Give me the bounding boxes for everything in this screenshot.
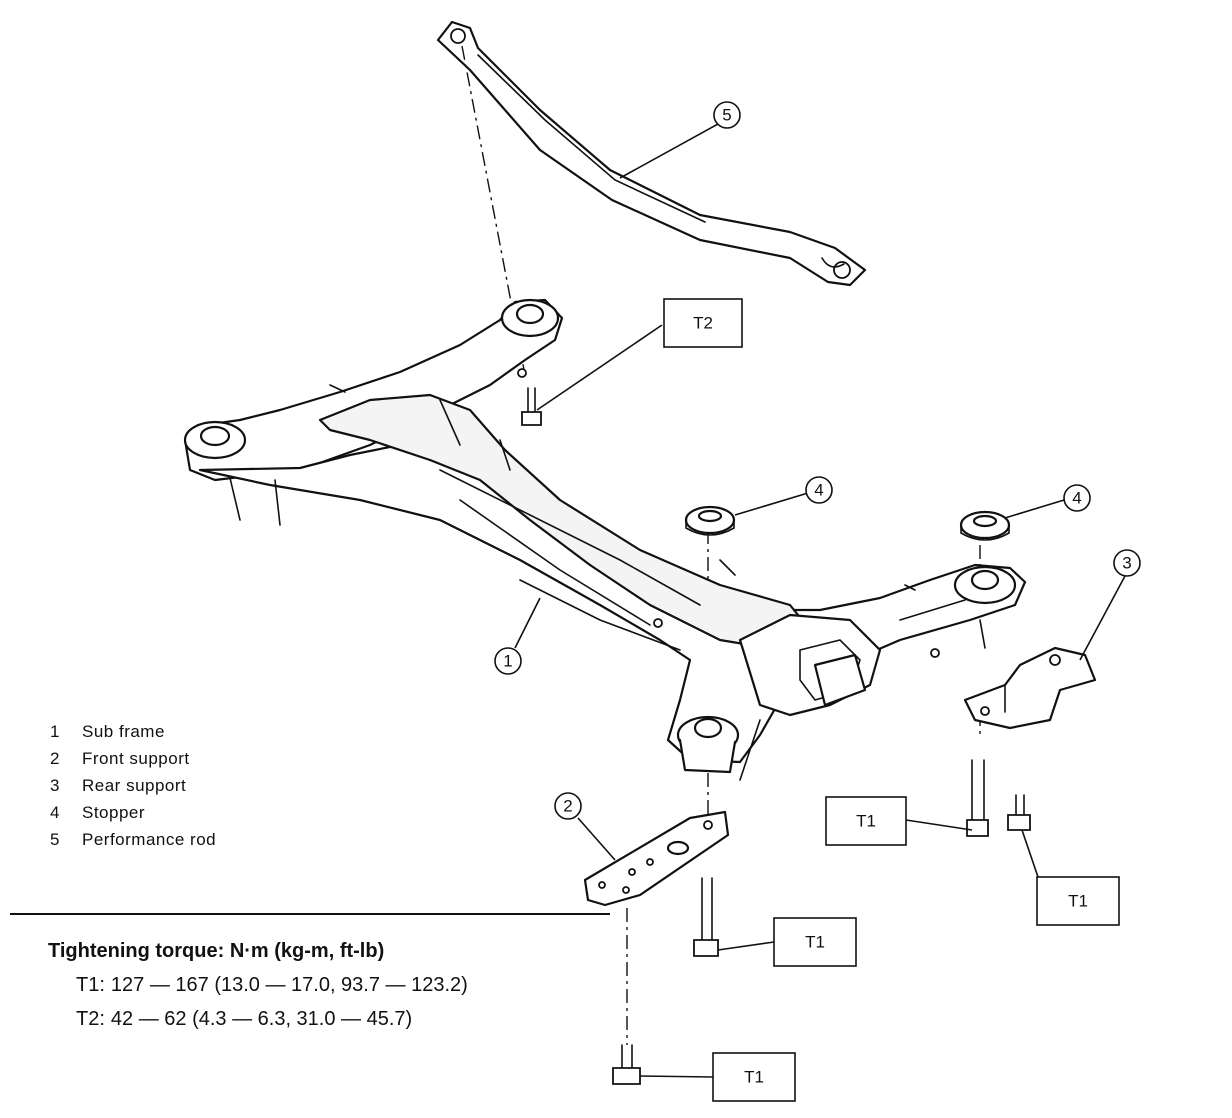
bolt-rear-a: [966, 759, 989, 837]
svg-text:5: 5: [722, 106, 731, 125]
torque-box-t1-rear-a: T1: [825, 796, 907, 846]
torque-box-t1-front-b: T1: [712, 1052, 796, 1102]
parts-legend: 1 Sub frame 2 Front support 3 Rear suppo…: [50, 722, 216, 857]
bolt-front-a: [693, 877, 719, 957]
svg-text:1: 1: [503, 652, 512, 671]
bolt-rear-b: [1007, 794, 1031, 831]
stopper-right: [959, 510, 1011, 541]
svg-text:T1: T1: [856, 812, 876, 831]
legend-item: 2 Front support: [50, 749, 216, 776]
svg-text:T1: T1: [1068, 892, 1088, 911]
legend-number: 4: [50, 803, 60, 822]
legend-number: 3: [50, 776, 60, 795]
legend-label: Stopper: [82, 803, 146, 822]
divider-line: [10, 913, 610, 915]
legend-label: Rear support: [82, 776, 187, 795]
svg-text:T2: T2: [693, 314, 713, 333]
torque-value-t2: 42 — 62 (4.3 — 6.3, 31.0 — 45.7): [110, 1008, 413, 1030]
legend-item: 4 Stopper: [50, 803, 216, 830]
torque-box-t2: T2: [663, 298, 743, 348]
bolt-front-b: [612, 1044, 641, 1085]
sub-frame: [183, 298, 1027, 781]
legend-number: 5: [50, 830, 60, 849]
bolt-t2: [521, 387, 542, 426]
performance-rod: [436, 20, 867, 287]
torque-label-t2: T2:: [76, 1008, 105, 1030]
torque-box-t1-rear-b: T1: [1036, 876, 1120, 926]
svg-text:4: 4: [814, 481, 823, 500]
torque-label-t1: T1:: [76, 974, 105, 996]
svg-text:2: 2: [563, 797, 572, 816]
svg-text:4: 4: [1072, 489, 1081, 508]
svg-text:3: 3: [1122, 554, 1131, 573]
callout-4-left: 4: [805, 476, 833, 504]
torque-heading: Tightening torque: N·m (kg-m, ft-lb): [48, 940, 385, 962]
legend-item: 1 Sub frame: [50, 722, 216, 749]
torque-value-t1: 127 — 167 (13.0 — 17.0, 93.7 — 123.2): [110, 974, 468, 996]
torque-box-t1-front-a: T1: [773, 917, 857, 967]
torque-row-t2: T2:42 — 62 (4.3 — 6.3, 31.0 — 45.7): [48, 1002, 468, 1036]
callout-1: 1: [494, 647, 522, 675]
leader-lines: [514, 123, 1126, 1078]
rear-support: [963, 646, 1097, 730]
legend-label: Front support: [82, 749, 190, 768]
legend-number: 1: [50, 722, 60, 741]
callout-4-right: 4: [1063, 484, 1091, 512]
callout-3: 3: [1113, 549, 1141, 577]
legend-label: Sub frame: [82, 722, 165, 741]
callout-5: 5: [713, 101, 741, 129]
svg-text:T1: T1: [805, 933, 825, 952]
legend-item: 5 Performance rod: [50, 830, 216, 857]
callout-2: 2: [554, 792, 582, 820]
legend-item: 3 Rear support: [50, 776, 216, 803]
legend-number: 2: [50, 749, 60, 768]
stopper-left: [684, 505, 736, 536]
front-support: [583, 810, 730, 907]
legend-label: Performance rod: [82, 830, 217, 849]
torque-row-t1: T1:127 — 167 (13.0 — 17.0, 93.7 — 123.2): [48, 968, 468, 1002]
svg-text:T1: T1: [744, 1068, 764, 1087]
torque-spec: Tightening torque: N·m (kg-m, ft-lb) T1:…: [48, 934, 468, 1036]
